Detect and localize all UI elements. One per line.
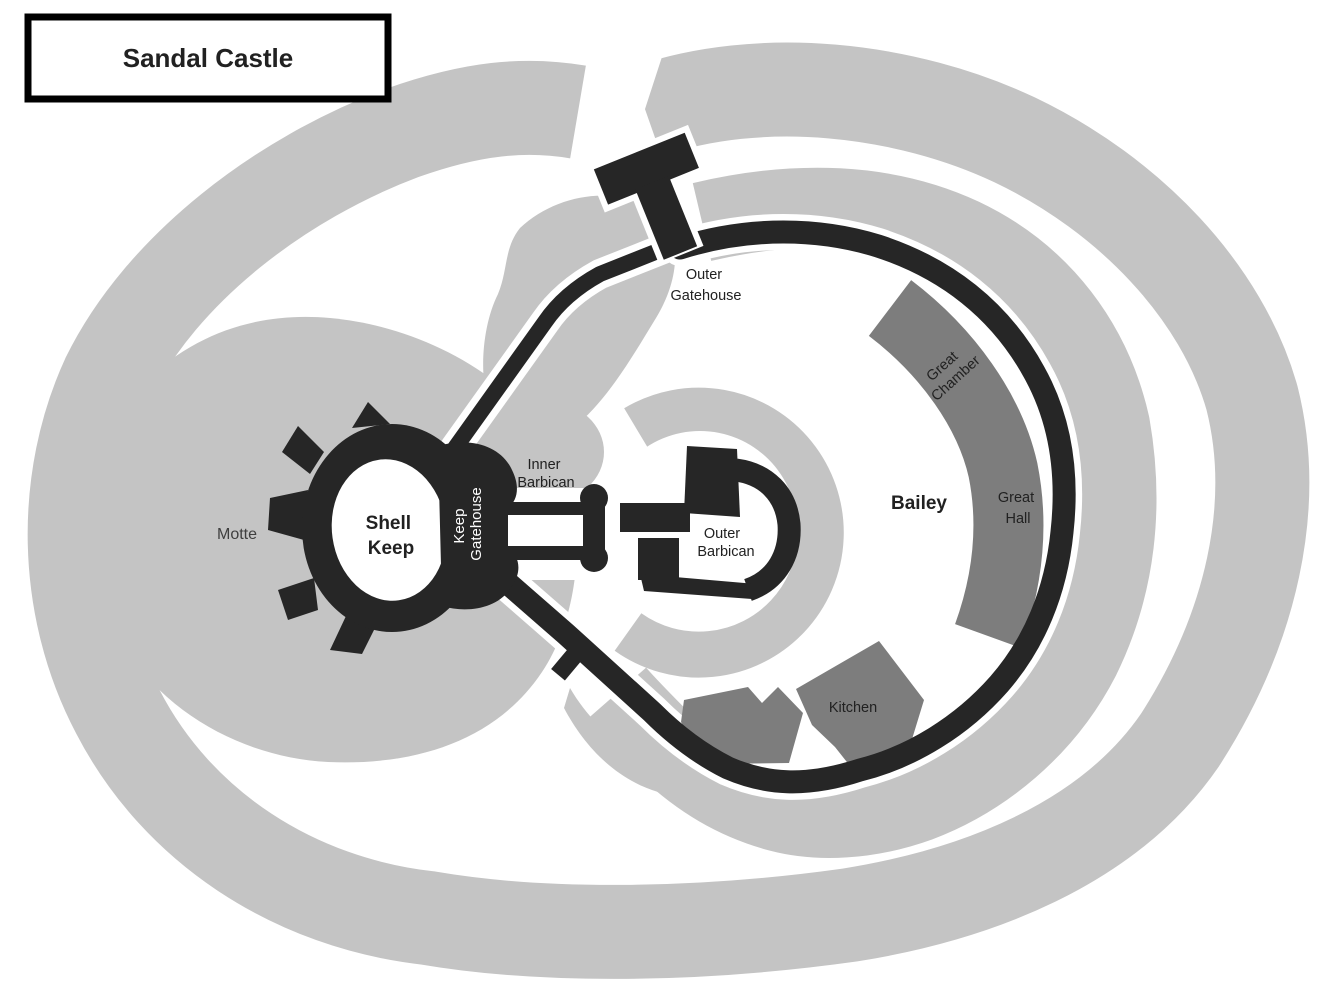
- outer-gatehouse-structure: [586, 124, 707, 264]
- keep-tower-west: [268, 490, 308, 540]
- shell-keep-label: Shell Keep: [366, 513, 417, 559]
- great-hall-label-line1: Great: [998, 490, 1034, 506]
- inner-barbican-label: Inner Barbican: [517, 457, 574, 491]
- outer-gatehouse-label: Outer Gatehouse: [671, 267, 742, 304]
- inner-barbican-north-turret: [580, 484, 608, 512]
- inner-barbican-south-turret: [580, 544, 608, 572]
- diagram-title: Sandal Castle: [123, 43, 294, 73]
- keep-gatehouse-label-line1: Keep: [451, 509, 468, 544]
- shell-keep-label-line1: Shell: [366, 513, 411, 534]
- bailey-curtain-wall: [460, 220, 1076, 794]
- shell-keep-courtyard: [331, 459, 447, 601]
- outer-earthwork-ring: [27, 42, 1310, 979]
- keep-tower-north: [352, 402, 390, 428]
- barbican-south-bank: [564, 688, 782, 799]
- outer-barbican-label-line1: Outer: [704, 526, 740, 542]
- keep-gatehouse-structure: [438, 442, 519, 610]
- outer-gatehouse-label-line2: Gatehouse: [671, 288, 742, 304]
- title-box-frame: [24, 13, 392, 103]
- outer-gatehouse-passage: [635, 175, 698, 260]
- outer-barbican-label: Outer Barbican: [697, 526, 754, 560]
- north-link-wall: [447, 239, 676, 456]
- outer-barbican-label-line2: Barbican: [697, 544, 754, 560]
- kitchen-building-west: [681, 687, 803, 764]
- outer-barbican-structure: [620, 446, 801, 601]
- entrance-channel: [561, 31, 665, 210]
- inner-barbican-structure: [580, 484, 608, 572]
- shell-keep-structure: [268, 402, 519, 654]
- inner-barbican-label-line2: Barbican: [517, 475, 574, 491]
- keep-tower-southwest: [278, 578, 318, 620]
- title-box: Sandal Castle: [24, 13, 392, 103]
- motte-label: Motte: [217, 526, 257, 543]
- keep-tower-northwest: [282, 426, 324, 474]
- outer-barbican-tower: [684, 446, 740, 517]
- outer-barbican-southwest-block: [638, 538, 679, 580]
- great-chamber-hall-range: [868, 280, 1044, 648]
- great-hall-label-line2: Hall: [1006, 511, 1031, 527]
- bridge-north-rail: [496, 502, 588, 515]
- keep-gatehouse-label-line2: Gatehouse: [468, 487, 485, 560]
- shell-keep-label-line2: Keep: [368, 538, 414, 559]
- outer-barbican-south-wall: [640, 574, 756, 599]
- inner-barbican-body: [583, 497, 605, 559]
- inner-barbican-label-line1: Inner: [527, 457, 560, 473]
- kitchen-building-east: [796, 641, 924, 771]
- keep-gatehouse-label: Keep Gatehouse: [451, 487, 485, 560]
- barbican-ring-bank: [614, 387, 844, 678]
- great-hall-label: Great Hall: [998, 490, 1038, 527]
- outer-gatehouse-crossbar: [593, 132, 699, 205]
- bridge-south-rail: [496, 546, 588, 560]
- outer-gatehouse-label-line1: Outer: [686, 267, 722, 283]
- outer-barbican-west-wall: [620, 503, 690, 532]
- kitchen-label: Kitchen: [829, 700, 877, 716]
- outer-barbican-east-wall: [733, 458, 801, 601]
- wing-wall-turret: [551, 647, 583, 681]
- bailey-label: Bailey: [891, 493, 947, 514]
